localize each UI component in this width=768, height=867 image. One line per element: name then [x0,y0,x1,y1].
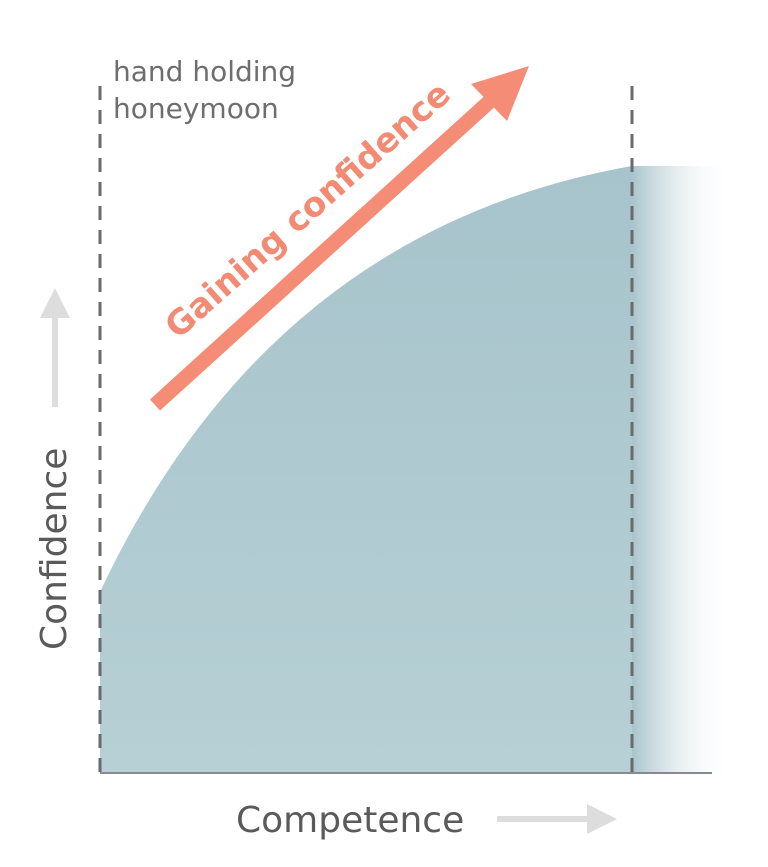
x-axis-label: Competence [236,800,464,841]
confidence-area [100,166,632,773]
phase-label-line2: honeymoon [113,92,279,125]
y-axis-label: Confidence [34,448,75,650]
faded-area-continuation [632,166,732,773]
y-axis-arrow-icon [40,288,70,407]
trend-arrow [149,66,529,411]
x-axis-arrow-icon [497,804,617,834]
phase-label-line1: hand holding [113,55,296,88]
